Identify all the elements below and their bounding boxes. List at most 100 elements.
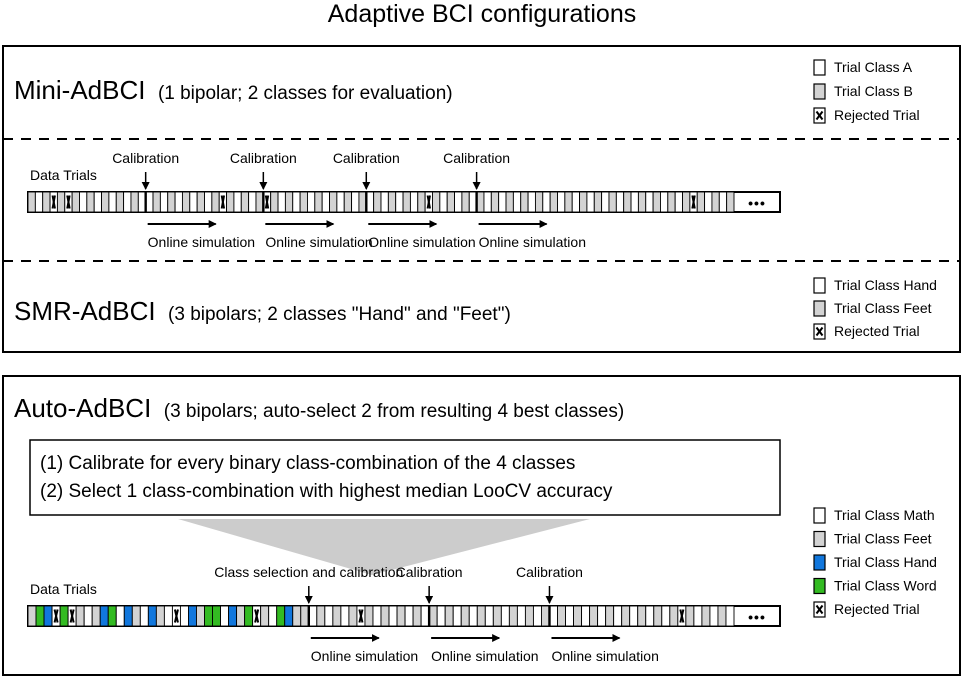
- selection-funnel: [178, 519, 590, 575]
- legend-label: Trial Class Hand: [834, 277, 937, 293]
- online-simulation-label: Online simulation: [551, 648, 658, 664]
- trial-cell: [56, 191, 66, 213]
- trial-cell: [139, 605, 149, 627]
- calibration-label: Calibration: [396, 564, 463, 580]
- trial-cell: [597, 605, 607, 627]
- trial-cell: [512, 191, 522, 213]
- trial-cell: [351, 191, 360, 213]
- trial-reject-mark-stroke-b: [51, 195, 56, 209]
- trial-cell: [336, 191, 345, 213]
- trial-cell: [188, 605, 197, 627]
- trial-cell: [623, 191, 632, 213]
- trial-cell: [174, 191, 183, 213]
- trial-cell: [276, 605, 286, 627]
- trial-cell: [669, 605, 679, 627]
- panel-mini-smr: [2, 45, 961, 353]
- trial-cell: [196, 191, 205, 213]
- trial-cell: [364, 605, 374, 627]
- legend-label: Trial Class Feet: [834, 531, 932, 547]
- trial-cell: [709, 605, 719, 627]
- mini-trial-bar: [27, 191, 781, 213]
- online-simulation-label: Online simulation: [479, 234, 586, 250]
- trial-cell: [79, 191, 88, 213]
- trial-cell: [557, 191, 566, 213]
- trial-cell: [573, 605, 583, 627]
- smr-heading: SMR-AdBCI (3 bipolars; 2 classes "Hand" …: [14, 296, 511, 326]
- calibration-label: Calibration: [516, 564, 583, 580]
- trial-cell: [387, 191, 397, 213]
- trial-cell: [417, 191, 426, 213]
- trial-cell: [717, 605, 727, 627]
- trial-cell: [542, 191, 551, 213]
- trial-cell: [412, 605, 422, 627]
- trial-cell: [228, 605, 238, 627]
- trial-cell: [409, 191, 419, 213]
- trial-cell: [726, 191, 735, 213]
- trial-cell: [35, 605, 45, 627]
- trial-cell: [27, 605, 37, 627]
- trial-cell: [130, 191, 139, 213]
- legend-swatch: [813, 554, 826, 571]
- trial-cell: [292, 605, 302, 627]
- trial-cell: [380, 605, 390, 627]
- trial-cell: [316, 605, 326, 627]
- trial-cell: [637, 605, 647, 627]
- legend-swatch: [813, 300, 826, 317]
- step-2: (2) Select 1 class-combination with high…: [40, 481, 613, 502]
- trial-reject-mark-stroke-b: [691, 195, 696, 209]
- trial-cell: [630, 191, 639, 213]
- trial-cell: [589, 605, 599, 627]
- legend-swatch: [813, 577, 826, 595]
- mini-desc: (1 bipolar; 2 classes for evaluation): [158, 83, 453, 104]
- trial-reject-mark-stroke-b: [254, 609, 260, 623]
- trial-cell: [93, 191, 102, 213]
- trial-cell: [308, 605, 318, 627]
- step-1: (1) Calibrate for every binary class-com…: [40, 453, 575, 474]
- trial-cell: [468, 605, 478, 627]
- trial-cell: [284, 191, 294, 213]
- trial-cell: [321, 191, 330, 213]
- trial-cell: [593, 191, 603, 213]
- trial-cell: [115, 191, 125, 213]
- trial-cell: [579, 191, 588, 213]
- trial-cell: [372, 605, 382, 627]
- panel-auto: [2, 375, 961, 676]
- legend-reject-mark-stroke-b: [815, 326, 824, 337]
- trial-cell: [34, 191, 44, 213]
- trial-cell: [380, 191, 389, 213]
- trial-cell: [615, 191, 625, 213]
- trial-cell: [534, 191, 544, 213]
- legend-swatch: [813, 59, 826, 76]
- trial-cell: [520, 191, 529, 213]
- trial-cell: [718, 191, 728, 213]
- legend-label: Trial Class A: [834, 59, 913, 75]
- trial-cell: [696, 191, 706, 213]
- trial-cell: [629, 605, 639, 627]
- trial-cell: [461, 191, 470, 213]
- trial-cell: [621, 605, 631, 627]
- auto-heading: Auto-AdBCI (3 bipolars; auto-select 2 fr…: [14, 393, 624, 423]
- trial-cell: [212, 605, 221, 627]
- trial-cell: [484, 605, 494, 627]
- trial-cell: [645, 191, 654, 213]
- trial-cell: [645, 605, 655, 627]
- legend-label: Trial Class Hand: [834, 554, 937, 570]
- trial-cell: [115, 605, 125, 627]
- trial-ellipsis: •••: [748, 195, 766, 211]
- trial-cell: [693, 605, 703, 627]
- trial-cell: [549, 191, 558, 213]
- trial-cell: [460, 605, 470, 627]
- trial-cell: [123, 191, 132, 213]
- trial-cell: [652, 191, 661, 213]
- trial-cell: [388, 605, 398, 627]
- trial-cell: [420, 605, 430, 627]
- auto-name: Auto-AdBCI: [14, 393, 151, 423]
- trial-cell: [99, 605, 109, 627]
- trial-cell: [86, 191, 95, 213]
- trial-cell: [483, 191, 492, 213]
- trial-cell: [220, 605, 230, 627]
- trial-reject-mark-stroke-b: [53, 609, 59, 623]
